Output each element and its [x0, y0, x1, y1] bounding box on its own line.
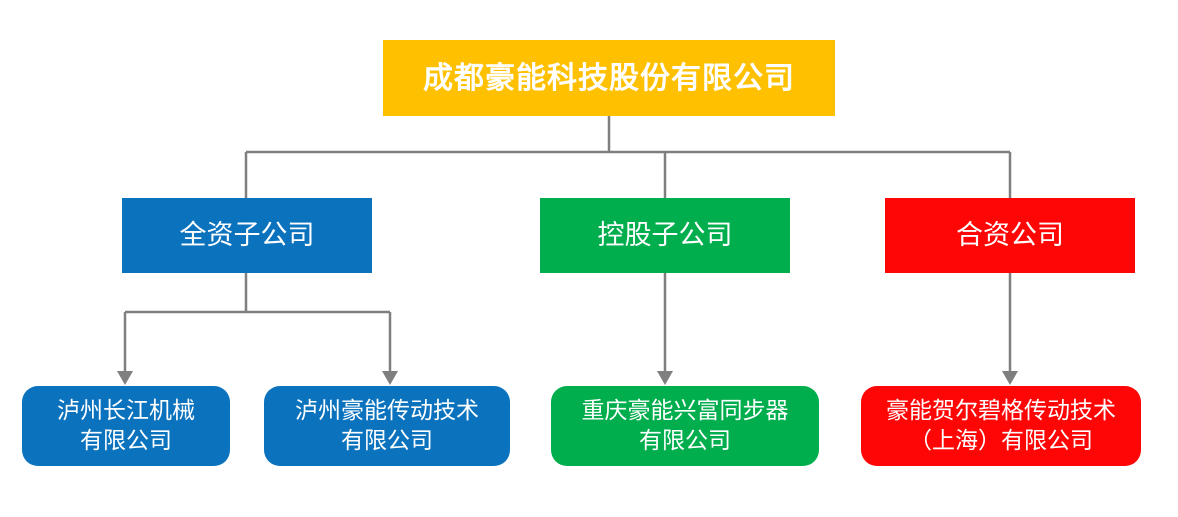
group-label: 全资子公司: [179, 219, 315, 250]
subsidiary-label-line1: 豪能贺尔碧格传动技术: [886, 397, 1116, 424]
subsidiary-label: 重庆豪能兴富同步器 有限公司: [582, 396, 789, 456]
subsidiary-label-line1: 泸州豪能传动技术: [295, 397, 479, 424]
arrowhead-down-icon: [117, 371, 133, 385]
group-node-wholly-owned: 全资子公司: [122, 198, 372, 273]
subsidiary-label-line2: （上海）有限公司: [909, 427, 1093, 453]
subsidiary-label-line1: 泸州长江机械: [57, 397, 195, 424]
subsidiary-node: 豪能贺尔碧格传动技术 （上海）有限公司: [861, 386, 1141, 466]
group-node-holding: 控股子公司: [540, 198, 790, 273]
subsidiary-node: 重庆豪能兴富同步器 有限公司: [551, 386, 819, 466]
subsidiary-label-line2: 有限公司: [341, 427, 433, 453]
arrowhead-down-icon: [1002, 371, 1018, 385]
group-label: 控股子公司: [597, 219, 733, 250]
subsidiary-label: 泸州长江机械 有限公司: [57, 396, 195, 456]
subsidiary-label: 豪能贺尔碧格传动技术 （上海）有限公司: [886, 396, 1116, 456]
arrowhead-down-icon: [657, 371, 673, 385]
subsidiary-node: 泸州长江机械 有限公司: [22, 386, 230, 466]
subsidiary-label: 泸州豪能传动技术 有限公司: [295, 396, 479, 456]
arrowhead-down-icon: [382, 371, 398, 385]
group-label: 合资公司: [956, 219, 1064, 250]
subsidiary-node: 泸州豪能传动技术 有限公司: [264, 386, 510, 466]
root-company-node: 成都豪能科技股份有限公司: [383, 40, 835, 116]
subsidiary-label-line2: 有限公司: [639, 427, 731, 453]
subsidiary-label-line2: 有限公司: [80, 427, 172, 453]
root-company-label: 成都豪能科技股份有限公司: [423, 61, 795, 95]
group-node-joint-venture: 合资公司: [885, 198, 1135, 273]
subsidiary-label-line1: 重庆豪能兴富同步器: [581, 397, 789, 424]
